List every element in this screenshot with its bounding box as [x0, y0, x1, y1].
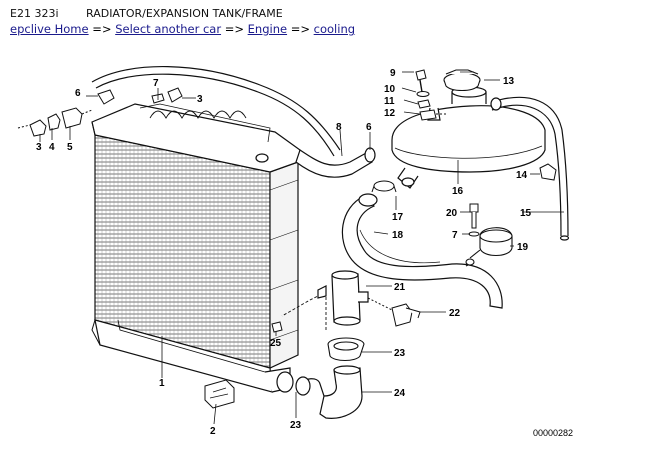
hose-clip [539, 163, 557, 181]
callout-11: 11 [384, 96, 395, 107]
callout-9: 9 [390, 68, 396, 79]
callout-5: 5 [67, 142, 73, 153]
diagram-number: 00000282 [533, 428, 574, 438]
tank-screws [415, 69, 446, 121]
callout-10: 10 [384, 84, 396, 95]
breadcrumb-select-car-link[interactable]: Select another car [115, 22, 222, 36]
callout-2: 2 [210, 426, 216, 437]
callout-6: 6 [75, 88, 81, 99]
breadcrumb: epclive Home => Select another car => En… [10, 22, 356, 36]
bracket [204, 379, 235, 409]
car-model: E21 323i [10, 7, 59, 20]
callout-21: 21 [394, 282, 406, 293]
callout-13: 13 [503, 76, 515, 87]
parts-diagram: 1 2 3 4 5 6 7 3 8 6 9 10 11 12 13 14 15 … [17, 66, 570, 437]
filler-cap [443, 69, 481, 92]
callout-20: 20 [446, 208, 458, 219]
page-header: E21 323i RADIATOR/EXPANSION TANK/FRAME e… [10, 6, 640, 37]
lower-elbow-24 [295, 365, 363, 419]
callout-23b: 23 [290, 420, 302, 431]
hose-clamp-17 [371, 180, 397, 193]
callout-19: 19 [517, 242, 529, 253]
bolt-20 [468, 203, 480, 237]
breadcrumb-home-link[interactable]: epclive Home [10, 22, 89, 36]
breadcrumb-engine-link[interactable]: Engine [247, 22, 288, 36]
callout-23: 23 [394, 348, 406, 359]
callout-12: 12 [384, 108, 396, 119]
callout-24: 24 [394, 388, 406, 399]
callout-labels: 1 2 3 4 5 6 7 3 8 6 9 10 11 12 13 14 15 … [36, 68, 532, 437]
callout-18: 18 [392, 230, 404, 241]
callout-25: 25 [270, 338, 282, 349]
callout-22: 22 [449, 308, 461, 319]
thermostat-housing [281, 270, 369, 330]
callout-16: 16 [452, 186, 464, 197]
expansion-tank [391, 86, 546, 189]
hose-18 [341, 193, 503, 309]
callout-3: 3 [36, 142, 42, 153]
callout-6b: 6 [366, 122, 372, 133]
temp-sensor [367, 297, 421, 327]
radiator [91, 103, 301, 393]
callout-7: 7 [153, 78, 159, 89]
gasket-23 [327, 337, 365, 362]
callout-8: 8 [336, 122, 342, 133]
callout-7b: 7 [452, 230, 458, 241]
leader-lines [39, 71, 564, 425]
callout-15: 15 [520, 208, 532, 219]
hose-8 [295, 147, 376, 178]
diagram-title: RADIATOR/EXPANSION TANK/FRAME [86, 7, 283, 20]
title-row: E21 323i RADIATOR/EXPANSION TANK/FRAME [10, 6, 640, 21]
callout-1: 1 [159, 378, 165, 389]
callout-4: 4 [49, 142, 55, 153]
callout-3b: 3 [197, 94, 203, 105]
breadcrumb-cooling-link[interactable]: cooling [313, 22, 356, 36]
bracket-19 [465, 227, 513, 267]
upper-hose-left [91, 66, 341, 157]
bolt-25 [271, 321, 283, 333]
callout-17: 17 [392, 212, 404, 223]
callout-14: 14 [516, 170, 528, 181]
hose-15 [490, 96, 570, 241]
